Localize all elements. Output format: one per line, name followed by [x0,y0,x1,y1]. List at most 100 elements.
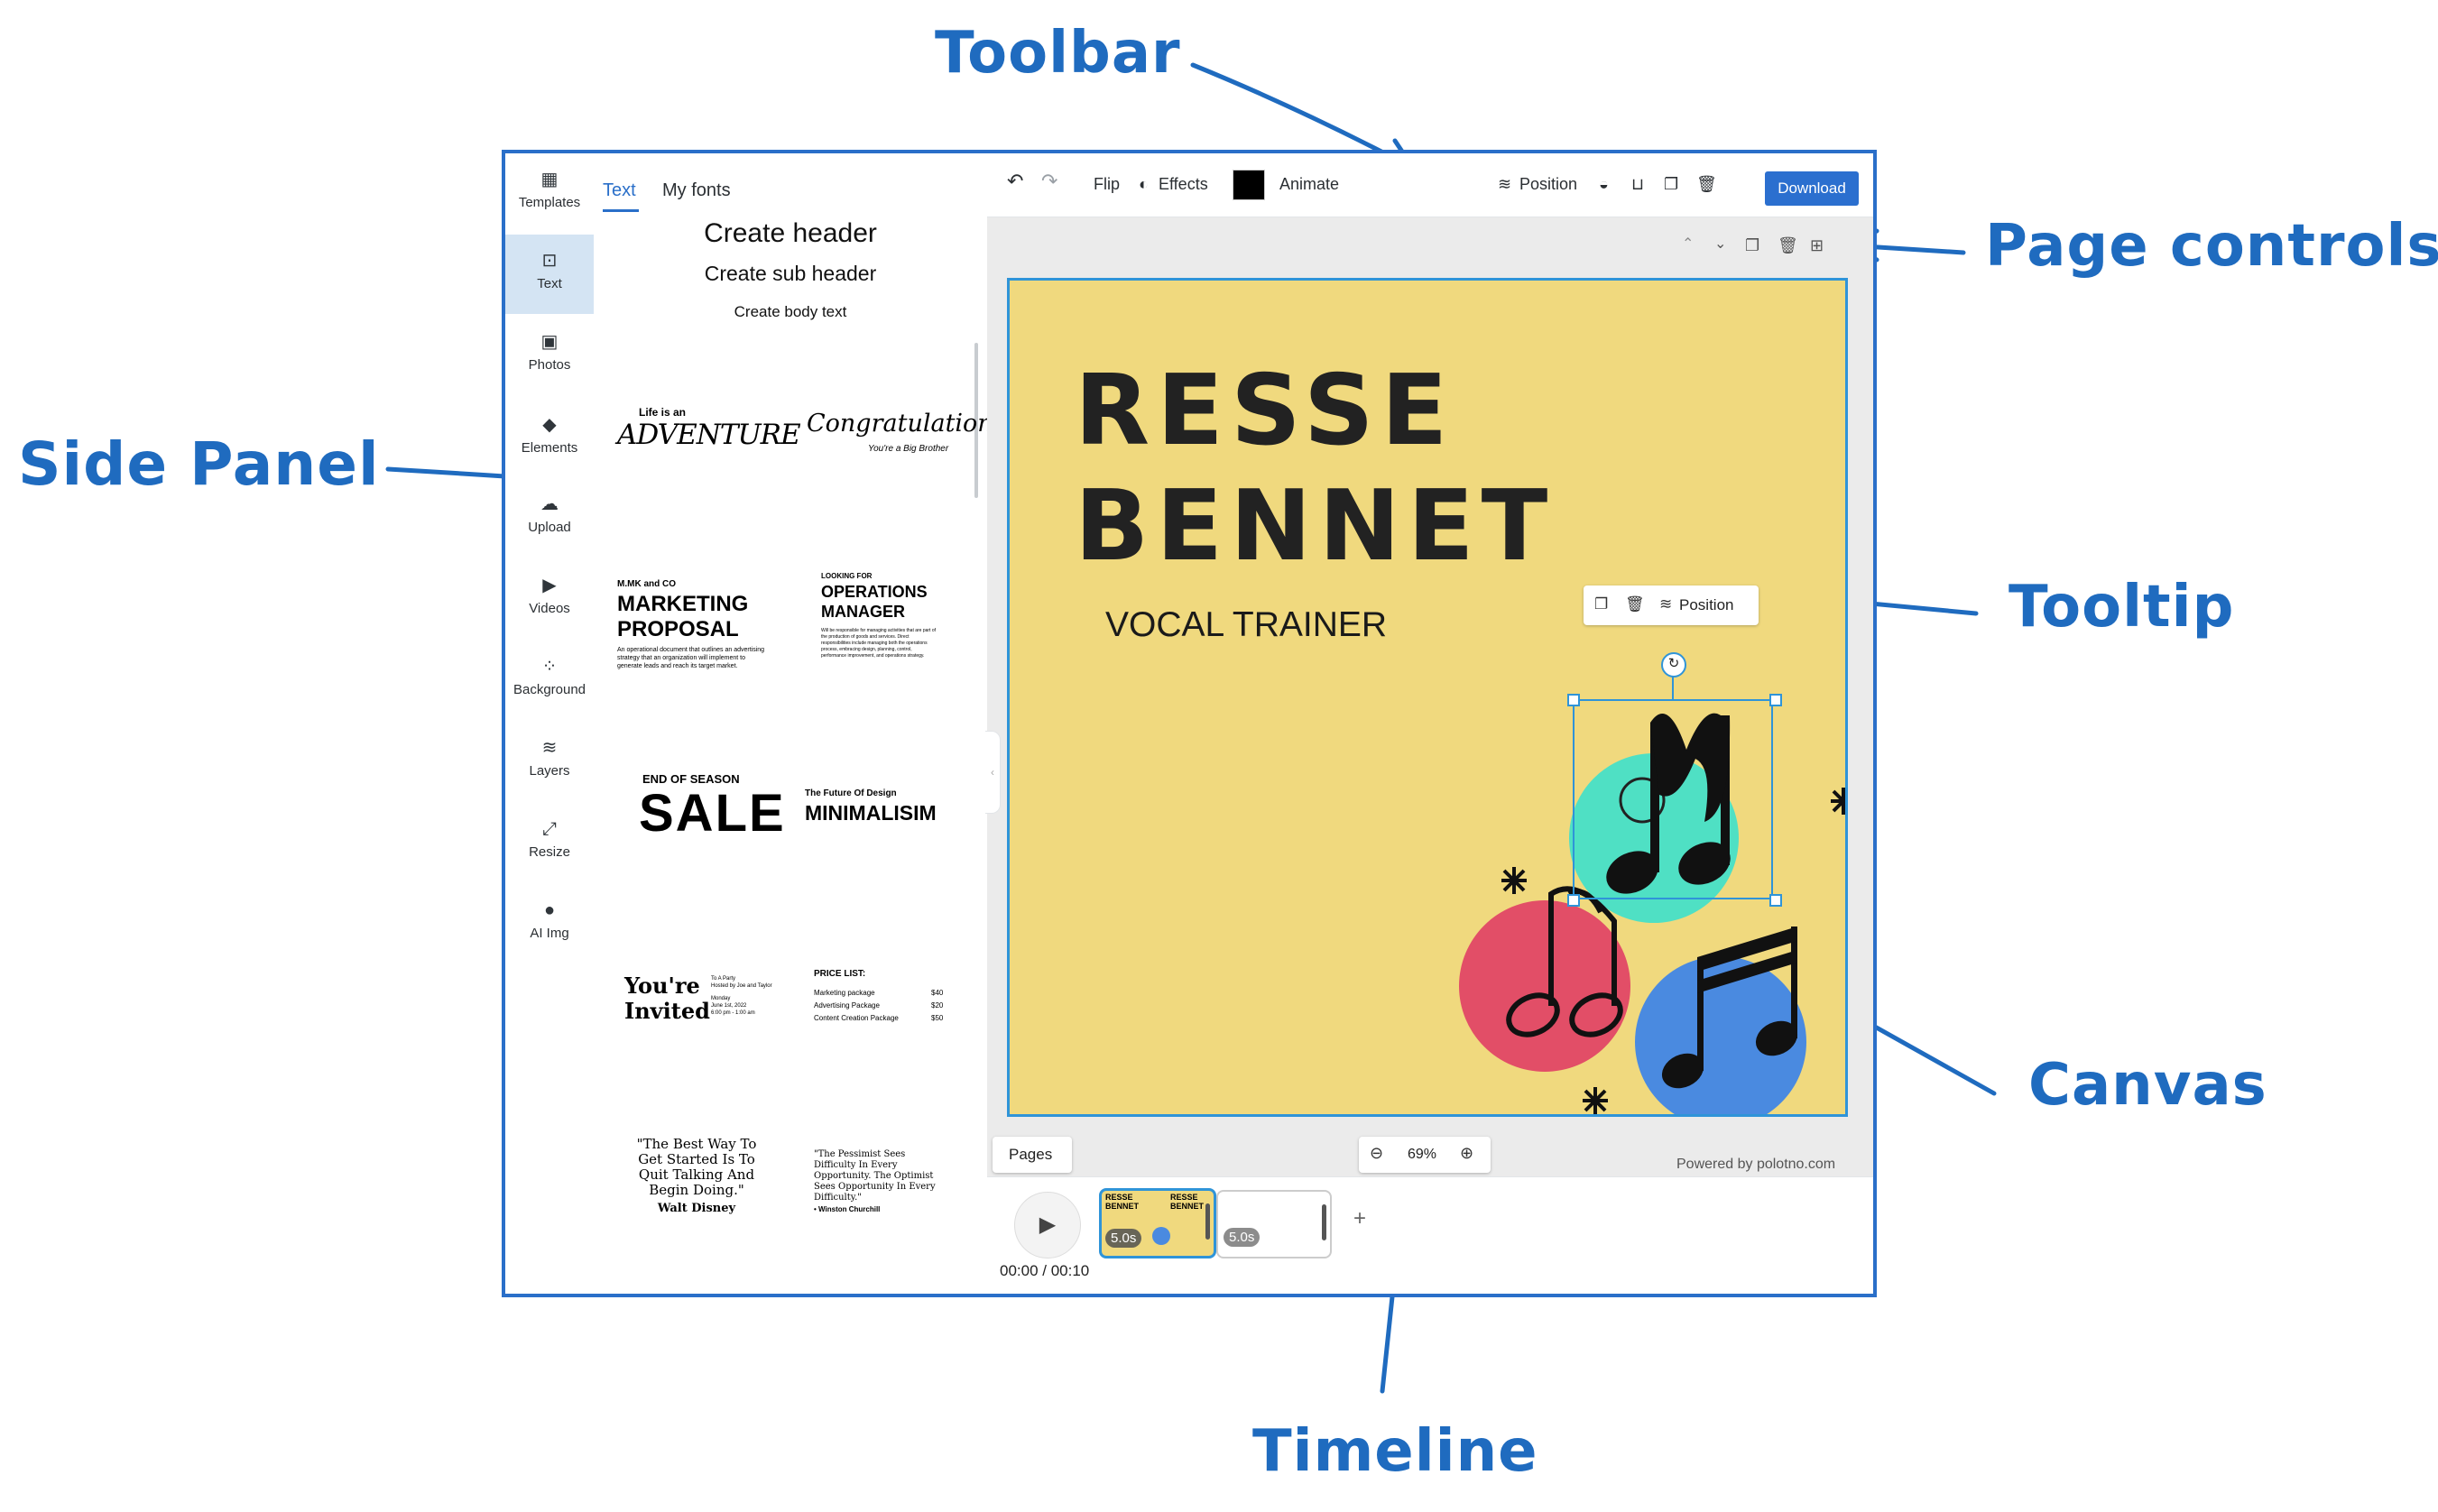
selection-handle[interactable] [1567,694,1580,706]
selection-handle[interactable] [1769,694,1782,706]
delete-page-icon[interactable]: 🗑 [1778,236,1798,254]
zoom-level[interactable]: 69% [1408,1147,1437,1162]
add-page-button[interactable]: + [1353,1206,1367,1231]
outline-circle [1619,777,1666,824]
panel-scrollbar[interactable] [974,343,978,498]
side-panel: Text My fonts Create header Create sub h… [594,153,1015,1294]
rail-item-resize[interactable]: ⤢ Resize [505,803,594,882]
duplicate-icon[interactable]: ❐ [1594,595,1609,613]
effects-icon[interactable]: ◐ [1139,175,1149,193]
create-body-button[interactable]: Create body text [734,303,847,320]
template-big-text: Invited [624,998,710,1024]
music-notes-graphic[interactable] [1434,650,1848,1117]
delete-icon[interactable]: 🗑 [1696,175,1717,193]
delete-icon[interactable]: 🗑 [1625,595,1645,613]
rail-item-templates[interactable]: ▦ Templates [505,153,594,233]
rail-item-background[interactable]: ⁘ Background [505,641,594,720]
template-big-text: Congratulations! [807,410,1016,438]
duplicate-icon[interactable]: ❐ [1664,175,1679,193]
tab-text[interactable]: Text [603,180,636,200]
rail-label: Videos [529,601,570,616]
zoom-out-icon[interactable]: ⊖ [1370,1144,1384,1162]
thumb-text: BENNET [1170,1202,1205,1211]
rail-item-ai-img[interactable]: ● AI Img [505,884,594,963]
template-big-text: OPERATIONS [821,583,928,601]
powered-by-label[interactable]: Powered by polotno.com [1676,1157,1836,1172]
selection-box[interactable] [1573,699,1773,899]
template-small-text: Life is an [639,406,687,419]
position-button[interactable]: Position [1519,175,1578,193]
pages-button[interactable]: Pages [993,1137,1072,1173]
canvas-title-line1[interactable]: RESSE [1075,355,1455,467]
layers-icon[interactable]: ≋ [1498,175,1512,193]
text-template-adventure[interactable]: Life is an ADVENTURE [617,406,801,514]
selection-handle[interactable] [1769,894,1782,907]
template-small-text: END OF SEASON [642,772,740,786]
rail-item-photos[interactable]: ▣ Photos [505,316,594,395]
text-template-price-list[interactable]: PRICE LIST: Marketing package $40 Advert… [814,969,985,1077]
text-template-operations-manager[interactable]: LOOKING FOR OPERATIONS MANAGER Will be r… [821,572,993,680]
workspace: ↶ ↷ Flip ◐ Effects Animate ≋ Position ◒ … [985,153,1873,1294]
text-template-invited[interactable]: You're Invited To A Party Hosted by Joe … [624,973,796,1081]
tab-my-fonts[interactable]: My fonts [662,180,731,200]
rail-item-upload[interactable]: ☁ Upload [505,478,594,558]
lock-icon[interactable]: ⊔ [1631,175,1645,193]
canvas-page[interactable]: RESSE BENNET VOCAL TRAINER [1007,278,1848,1117]
download-button[interactable]: Download [1765,171,1859,206]
zoom-in-icon[interactable]: ⊕ [1460,1144,1474,1162]
rail-label: Templates [518,195,581,210]
canvas-subtitle[interactable]: VOCAL TRAINER [1105,605,1388,644]
rail-item-elements[interactable]: ◆ Elements [505,399,594,478]
create-header-button[interactable]: Create header [704,218,877,248]
thumb-text: BENNET [1105,1202,1140,1211]
undo-icon[interactable]: ↶ [1007,170,1024,192]
panel-collapse-handle[interactable]: ‹ [985,731,1001,814]
duplicate-page-icon[interactable]: ❐ [1745,236,1760,254]
create-subheader-button[interactable]: Create sub header [704,262,877,285]
effects-button[interactable]: Effects [1159,175,1208,193]
template-author: • Winston Churchill [814,1205,881,1213]
template-small-text: You're a Big Brother [868,444,949,454]
timeline: ▶ 00:00 / 00:10 RESSE BENNET RESSE BENNE… [987,1176,1873,1294]
timeline-page-1[interactable]: RESSE BENNET RESSE BENNET 5.0s [1099,1188,1216,1258]
annotation-page-controls: Page controls [1985,213,2438,280]
text-template-minimalism[interactable]: The Future Of Design MINIMALISIM [805,788,976,897]
play-button[interactable]: ▶ [1014,1192,1081,1258]
flip-button[interactable]: Flip [1094,175,1121,193]
template-quote: "The Best Way To Get Started Is To Quit … [636,1136,757,1198]
rail-item-layers[interactable]: ≋ Layers [505,722,594,801]
selection-handle[interactable] [1567,894,1580,907]
move-page-down-icon[interactable]: ⌄ [1714,236,1727,252]
rotate-icon[interactable]: ↻ [1661,652,1686,678]
tooltip-position-button[interactable]: Position [1679,596,1734,613]
rail-item-videos[interactable]: ▶ Videos [505,559,594,639]
template-quote: "The Pessimist Sees Difficulty In Every … [814,1149,936,1203]
text-template-quote-churchill[interactable]: "The Pessimist Sees Difficulty In Every … [814,1149,949,1258]
upload-icon: ☁ [540,494,559,514]
text-template-sale[interactable]: END OF SEASON SALE [639,772,810,880]
color-swatch[interactable] [1233,170,1265,200]
layers-icon[interactable]: ≋ [1659,595,1673,613]
redo-icon[interactable]: ↷ [1041,170,1058,192]
animate-button[interactable]: Animate [1279,175,1340,193]
rail-item-text[interactable]: ⊡ Text [505,235,594,314]
text-template-congratulations[interactable]: Congratulations! You're a Big Brother [807,410,1015,518]
timeline-time: 00:00 / 00:10 [1000,1262,1090,1279]
background-icon: ⁘ [541,657,558,677]
timeline-page-2[interactable]: 5.0s [1216,1190,1332,1258]
text-template-quote-disney[interactable]: "The Best Way To Get Started Is To Quit … [624,1137,769,1245]
template-body-text: Hosted by Joe and Taylor [711,983,772,989]
duration-badge: 5.0s [1224,1228,1261,1247]
move-page-up-icon[interactable]: ⌃ [1682,236,1695,252]
blue-music-note [1661,927,1798,1089]
text-template-marketing-proposal[interactable]: M.MK and CO MARKETING PROPOSAL An operat… [617,579,789,687]
canvas-title-line2[interactable]: BENNET [1075,470,1556,583]
add-page-icon[interactable]: ⊞ [1810,236,1824,254]
template-big-text: MANAGER [821,603,905,621]
template-title: PRICE LIST: [814,969,866,979]
rail-label: Background [513,682,586,697]
transparency-icon[interactable]: ◒ [1599,175,1609,193]
trim-handle[interactable] [1322,1204,1326,1240]
elements-icon: ◆ [542,415,557,435]
trim-handle[interactable] [1205,1203,1210,1240]
